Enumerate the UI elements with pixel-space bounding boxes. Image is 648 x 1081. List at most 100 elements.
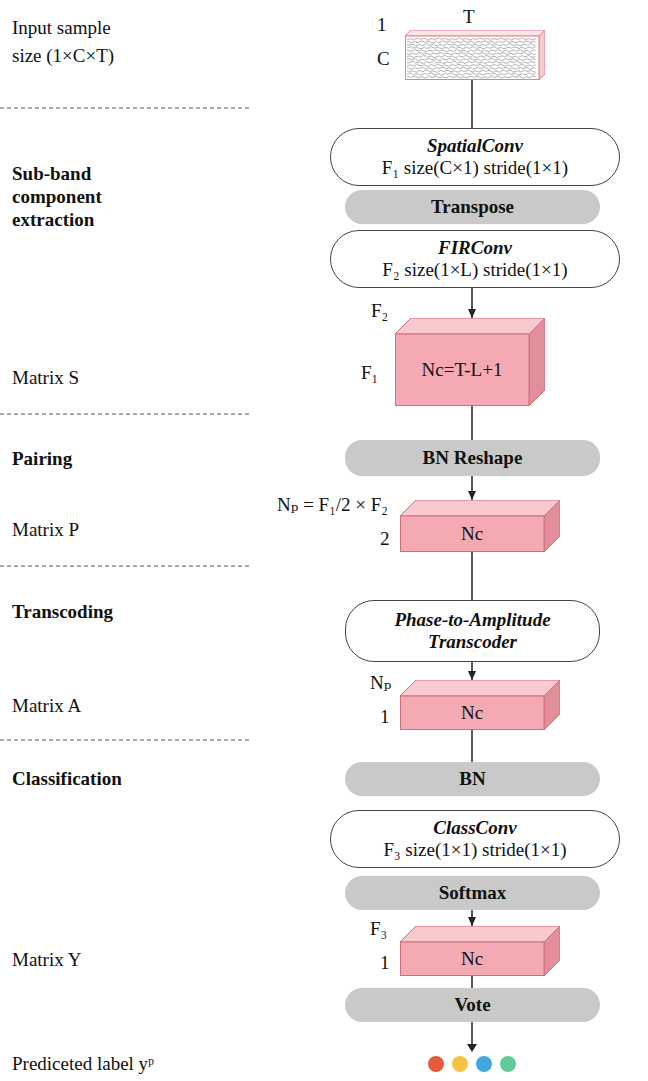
eeg-trace bbox=[407, 49, 536, 52]
tensor-front bbox=[406, 36, 540, 80]
box-title: BN bbox=[459, 768, 485, 790]
eeg-trace bbox=[407, 70, 536, 73]
section-title: Transcoding bbox=[12, 600, 212, 624]
box-param: F₃ size(1×1) stride(1×1) bbox=[383, 839, 566, 861]
box-title: Transpose bbox=[431, 196, 514, 218]
eeg-trace bbox=[407, 64, 536, 67]
eeg-trace bbox=[407, 40, 536, 43]
op-pill: Vote bbox=[345, 988, 600, 1022]
matrix-tensor: F₂F₁Nc=T-L+1 bbox=[395, 318, 545, 406]
op-pill: BN bbox=[345, 762, 600, 796]
box-title: BN Reshape bbox=[423, 447, 523, 469]
box-title: SpatialConv bbox=[427, 135, 523, 157]
tensor-top bbox=[400, 926, 560, 942]
tensor-side bbox=[544, 926, 560, 976]
tensor-face: Nc bbox=[400, 942, 544, 976]
tensor-side bbox=[544, 500, 560, 552]
tensor-side bbox=[544, 680, 560, 730]
matrix-name: Matrix A bbox=[12, 694, 212, 718]
box-param: F₁ size(C×1) stride(1×1) bbox=[382, 157, 568, 179]
tensor-top bbox=[400, 500, 560, 516]
flow-arrow bbox=[471, 662, 473, 680]
tensor-top bbox=[400, 680, 560, 696]
tensor-face: Nc bbox=[400, 516, 544, 552]
tensor-top bbox=[395, 318, 545, 334]
tensor-front bbox=[396, 334, 530, 406]
box-title: FIRConv bbox=[438, 237, 512, 259]
transcoder-box: Phase-to-Amplitude Transcoder bbox=[345, 600, 600, 662]
conv-box: ClassConvF₃ size(1×1) stride(1×1) bbox=[330, 810, 620, 868]
label-dot bbox=[500, 1056, 516, 1072]
dimension-label: Nₚ bbox=[370, 672, 391, 694]
tensor-top bbox=[405, 30, 545, 36]
eeg-trace bbox=[407, 37, 536, 40]
section-divider bbox=[0, 108, 252, 740]
flow-arrow bbox=[471, 476, 473, 500]
dimension-label: F₃ bbox=[370, 918, 387, 940]
matrix-name: Matrix S bbox=[12, 366, 212, 390]
box-title: ClassConv bbox=[433, 817, 516, 839]
arrow-head bbox=[467, 1044, 477, 1052]
matrix-tensor: Nₚ1Nc bbox=[400, 680, 560, 730]
dimension-label: T bbox=[463, 6, 475, 28]
dimension-text: Nc bbox=[461, 948, 483, 970]
box-title: Vote bbox=[454, 994, 490, 1016]
dimension-text: Nc=T-L+1 bbox=[422, 359, 503, 381]
eeg-trace bbox=[407, 67, 536, 70]
tensor-side bbox=[539, 30, 545, 80]
eeg-trace bbox=[407, 58, 536, 61]
eeg-trace bbox=[407, 55, 536, 58]
section-title: Classification bbox=[12, 767, 212, 791]
flow-arrow bbox=[471, 910, 473, 926]
dimension-label: F₁ bbox=[361, 362, 378, 384]
label-dot bbox=[476, 1056, 492, 1072]
tensor-front bbox=[401, 516, 545, 552]
side-caption: Input sample size (1×C×T) bbox=[12, 14, 142, 70]
section-title: Pairing bbox=[12, 447, 212, 471]
section-title: Sub-band component extraction bbox=[12, 162, 162, 231]
eeg-trace bbox=[407, 73, 536, 76]
flow-arrow bbox=[471, 80, 473, 128]
label-dot bbox=[452, 1056, 468, 1072]
dimension-label: 1 bbox=[380, 706, 390, 728]
tensor-front bbox=[401, 696, 545, 730]
matrix-name: Matrix P bbox=[12, 518, 122, 542]
tensor-front bbox=[401, 942, 545, 976]
conv-box: SpatialConvF₁ size(C×1) stride(1×1) bbox=[330, 128, 620, 186]
section-divider bbox=[0, 414, 252, 415]
section-divider bbox=[0, 740, 252, 741]
conv-box: FIRConvF₂ size(1×L) stride(1×1) bbox=[330, 230, 620, 288]
tensor-face: Nc bbox=[400, 696, 544, 730]
eeg-trace bbox=[407, 76, 536, 79]
flow-arrow bbox=[471, 976, 473, 988]
op-pill: Transpose bbox=[345, 190, 600, 224]
box-title: Phase-to-Amplitude Transcoder bbox=[365, 609, 580, 653]
dimension-text: Nc bbox=[461, 702, 483, 724]
flow-arrow bbox=[471, 288, 473, 318]
flow-arrow bbox=[471, 730, 473, 762]
eeg-trace bbox=[407, 61, 536, 64]
flow-arrow bbox=[471, 552, 473, 600]
op-pill: Softmax bbox=[345, 876, 600, 910]
eeg-trace bbox=[407, 46, 536, 49]
matrix-tensor: Nₚ = F₁/2 × F₂2Nc bbox=[400, 500, 560, 552]
output-arrow bbox=[471, 1022, 473, 1046]
matrix-name: Matrix Y bbox=[12, 948, 212, 972]
matrix-tensor: F₃1Nc bbox=[400, 926, 560, 976]
box-param: F₂ size(1×L) stride(1×1) bbox=[382, 259, 567, 281]
dimension-label: Nₚ = F₁/2 × F₂ bbox=[277, 494, 388, 516]
eeg-trace bbox=[407, 43, 536, 46]
label-dot bbox=[428, 1056, 444, 1072]
eeg-trace bbox=[407, 52, 536, 55]
tensor-side bbox=[529, 318, 545, 406]
dimension-label: F₂ bbox=[371, 300, 388, 322]
section-divider bbox=[0, 566, 252, 567]
input-tensor: 1TC bbox=[405, 30, 545, 80]
op-pill: BN Reshape bbox=[345, 440, 600, 476]
section-divider bbox=[0, 108, 252, 109]
flow-arrow bbox=[471, 406, 473, 440]
tensor-face: Nc=T-L+1 bbox=[395, 334, 529, 406]
dimension-label: 1 bbox=[380, 952, 390, 974]
dimension-label: 1 bbox=[377, 14, 387, 36]
side-caption: Prediceted label yᵖ bbox=[12, 1052, 272, 1076]
